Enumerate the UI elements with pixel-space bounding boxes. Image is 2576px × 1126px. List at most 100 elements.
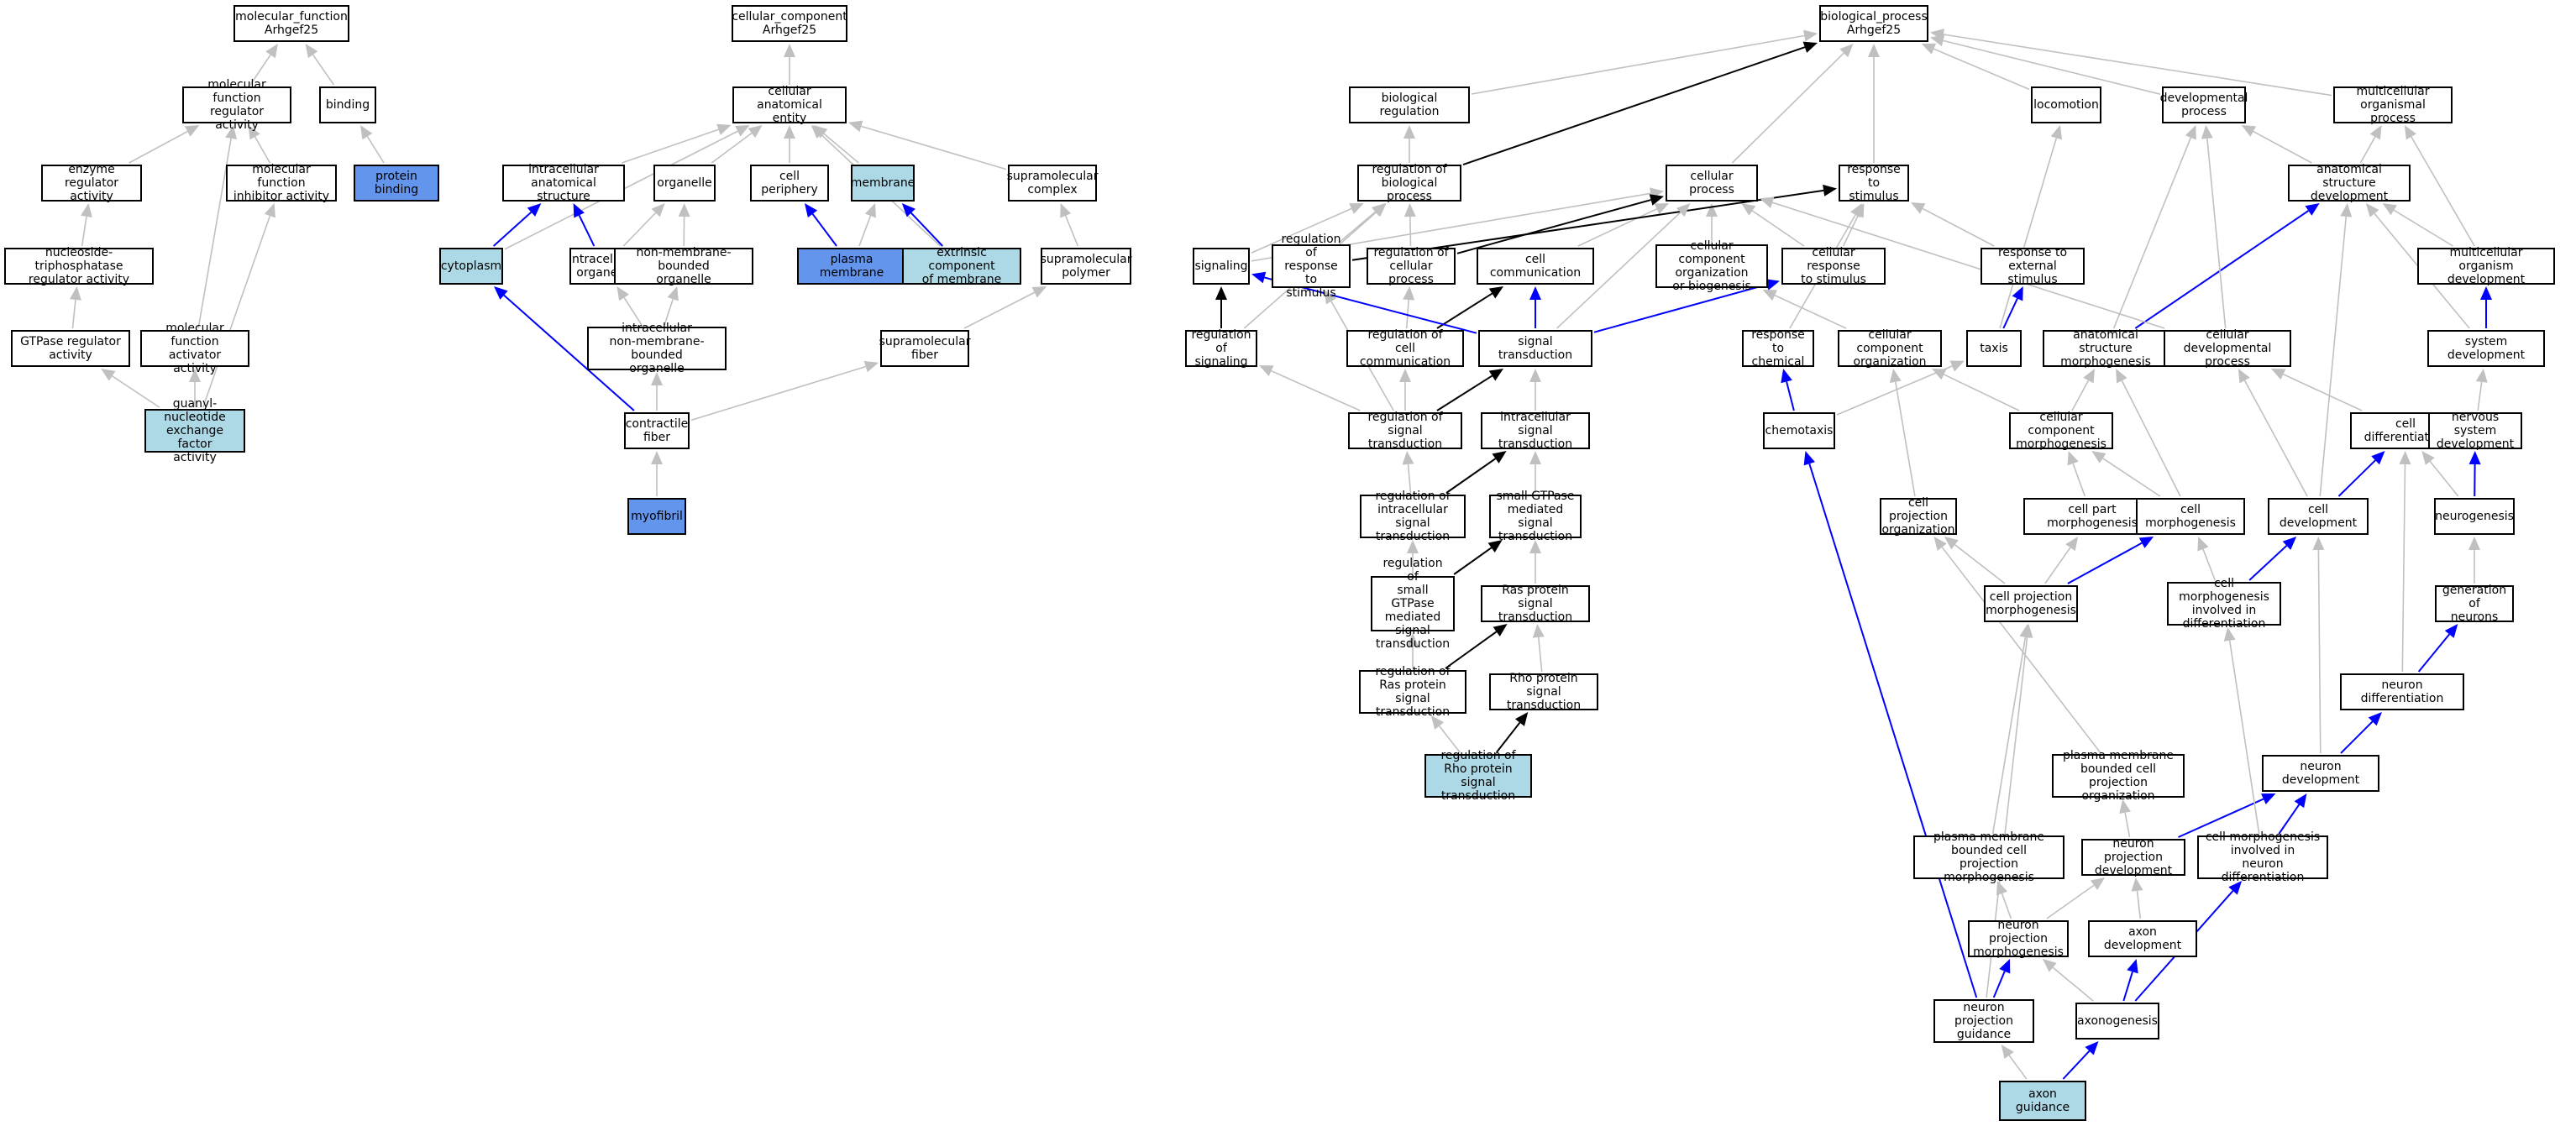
arrowhead-axonogenesis-to-axon_dev	[2127, 959, 2138, 974]
arrowhead-cp_morph-to-cpo	[1944, 537, 1959, 550]
edge-cytoplasm-to-ias	[492, 211, 533, 247]
edge-mc_dev-to-anat_dev	[2393, 209, 2453, 247]
arrowhead-gnef-to-mf_inhib	[264, 203, 275, 218]
arrowhead-cell_proc-to-bp_root	[1839, 44, 1854, 58]
arrowhead-supra_poly-to-supra_cx	[1060, 203, 1072, 218]
arrowhead-taxis-to-resp_ext	[2012, 286, 2023, 301]
go-term-ext-comp: extrinsic component of membrane	[902, 246, 1021, 286]
arrowhead-mf_inhib-to-mf_reg	[248, 125, 260, 140]
go-term-cp-morph: cell projection morphogenesis	[1984, 585, 2078, 622]
edge-gnef-to-gtpase_reg	[112, 375, 160, 408]
arrowhead-cell_periph-to-cae	[784, 125, 795, 139]
edge-mf_act-to-mf_reg	[197, 138, 232, 329]
arrowhead-cpo-to-cc_org	[1889, 369, 1902, 383]
edge-reg_rho-to-reg_ras	[1439, 725, 1461, 753]
edge-reg_cc-to-cell_comm	[1436, 292, 1493, 329]
arrowhead-axon_dev-to-npd	[2131, 877, 2143, 892]
edge-cell_resp-to-resp_stim	[1842, 215, 1860, 247]
edge-cmind-to-cmid	[2228, 640, 2260, 835]
arrowhead-ic_org-to-organelle	[651, 203, 665, 217]
go-term-neurogenesis: neurogenesis	[2434, 498, 2515, 535]
edge-npm-to-pmbcpm	[2001, 893, 2012, 919]
edge-ccm-to-cc_org	[1944, 374, 2020, 411]
go-term-locomotion: locomotion	[2031, 86, 2101, 123]
edge-contr_fiber-to-supra_fiber	[690, 365, 866, 422]
arrowhead-cc_org-to-ccob	[1762, 290, 1778, 301]
arrowhead-mc_dev-to-mc_org	[2404, 125, 2416, 140]
arrowhead-cmid-to-cell_dev	[2282, 537, 2297, 551]
arrowhead-gen_neur-to-neurogenesis	[2468, 537, 2480, 550]
arrowhead-axonogenesis-to-cmind	[2228, 881, 2243, 895]
edge-ic_org-to-ias	[578, 214, 595, 247]
arrowhead-ic_nmbo-to-nmbo	[667, 286, 679, 301]
arrowhead-cell_morph-to-ccm	[2091, 451, 2106, 463]
go-term-reg-rho: regulation of Rho protein signal transdu…	[1424, 749, 1532, 803]
edge-cell_morph-to-asm	[2121, 380, 2181, 497]
edge-cell_dev_proc-to-dev_proc	[2206, 138, 2227, 329]
go-term-reg-st: regulation of signal transduction	[1348, 411, 1462, 451]
go-term-gnef: guanyl-nucleotide exchange factor activi…	[144, 397, 245, 464]
edge-supra_fiber-to-supra_poly	[963, 291, 1036, 329]
arrowhead-cell_diff-to-cell_dev_proc	[2270, 369, 2286, 380]
edge-ext_comp-to-membrane	[910, 212, 943, 247]
edge-cell_dev-to-cell_dev_proc	[2243, 380, 2308, 497]
go-term-cell-diff: cell differentiation	[2350, 412, 2461, 449]
go-term-resp-stim: response to stimulus	[1839, 163, 1909, 203]
arrowhead-gtpase_reg-to-ntp_reg	[69, 286, 81, 301]
go-term-reg-sgtpase: regulation of small GTPase mediated sign…	[1371, 557, 1455, 651]
go-term-gen-neur: generation of neurons	[2435, 584, 2514, 624]
arrowhead-enz_reg-to-mf_reg	[184, 125, 200, 137]
go-term-organelle: organelle	[653, 165, 716, 202]
edge-rho_st-to-ras_st	[1538, 636, 1543, 673]
go-term-mf-root: molecular_function Arhgef25	[233, 5, 349, 42]
arrowhead-ccob-to-cell_proc	[1706, 203, 1718, 217]
edge-cell_proc-to-bp_root	[1731, 52, 1844, 164]
go-term-reg-sig: regulation of signaling	[1185, 328, 1257, 369]
arrowhead-ntp_reg-to-enz_reg	[81, 203, 92, 217]
go-term-cell-resp: cellular response to stimulus	[1781, 246, 1886, 286]
arrowhead-axon_guid-to-npg	[2001, 1045, 2014, 1060]
edge-cp_morph-to-cpm_part	[2044, 547, 2071, 584]
arrowhead-cell_dev-to-cell_dev_proc	[2238, 369, 2250, 384]
arrowhead-ext_comp-to-cae	[811, 125, 826, 139]
edge-mc_org-to-bp_root	[1943, 34, 2332, 97]
arrowhead-cell_resp-to-cell_proc	[1741, 203, 1756, 216]
edge-mc_dev-to-mc_org	[2411, 136, 2475, 247]
arrowhead-resp_stim-to-bp_root	[1868, 44, 1880, 57]
edge-ic_nmbo-to-nmbo	[664, 298, 674, 326]
arrowhead-reg_bp-to-bio_reg	[1403, 125, 1415, 139]
arrowhead-cell_comm-to-cell_proc	[1654, 203, 1670, 215]
arrowhead-ic_org-to-ias	[573, 203, 585, 218]
edge-npd-to-neur_dev	[2178, 798, 2264, 838]
arrowhead-reg_cp-to-reg_bp	[1403, 203, 1416, 217]
arrowhead-cae-to-cc_root	[784, 44, 795, 57]
edge-gnef-to-mf_inhib	[202, 215, 271, 408]
go-term-cell-comm: cell communication	[1477, 248, 1594, 285]
edge-cell_dev-to-anat_dev	[2319, 216, 2348, 497]
edge-plasma_mem-to-cell_periph	[811, 213, 837, 247]
arrowhead-mf_act-to-mf_reg	[225, 125, 238, 139]
arrowhead-reg_ras-to-ras_st	[1493, 624, 1508, 637]
edge-reg_icst-to-reg_st	[1407, 463, 1412, 494]
edge-reg_sgtpase-to-sgtpase	[1453, 547, 1493, 575]
arrowhead-pmbcpo-to-cpo	[1933, 537, 1947, 551]
arrowhead-gnef-to-mf_act	[189, 369, 201, 382]
arrowhead-nmbo-to-organelle	[678, 203, 690, 217]
edge-gtpase_reg-to-ntp_reg	[71, 299, 76, 329]
go-term-taxis: taxis	[1966, 330, 2022, 367]
arrowhead-ras_st-to-sgtpase	[1529, 540, 1541, 553]
arrowhead-bio_reg-to-bp_root	[1803, 29, 1818, 42]
edge-reg_cp-to-reg_bp	[1409, 216, 1412, 247]
arrowhead-cell_dev-to-cell_diff	[2371, 451, 2385, 465]
go-term-mf-inhib: molecular function inhibitor activity	[226, 163, 337, 203]
edge-axon_guid-to-npg	[2008, 1055, 2028, 1080]
arrowhead-anat_dev-to-mc_org	[2369, 125, 2382, 140]
arrowhead-sig_trans-to-signaling	[1251, 271, 1267, 284]
arrowhead-reg_sgtpase-to-reg_icst	[1407, 540, 1419, 553]
go-term-gtpase-reg: GTPase regulator activity	[11, 330, 130, 367]
arrowhead-gnef-to-gtpase_reg	[101, 369, 116, 381]
arrowhead-reg_cc-to-cell_comm	[1488, 286, 1504, 299]
arrowhead-supra_fiber-to-supra_poly	[1031, 286, 1047, 298]
edge-pmbcpo-to-cpo	[1941, 547, 2101, 753]
go-term-supra-poly: supramolecular polymer	[1041, 248, 1131, 285]
